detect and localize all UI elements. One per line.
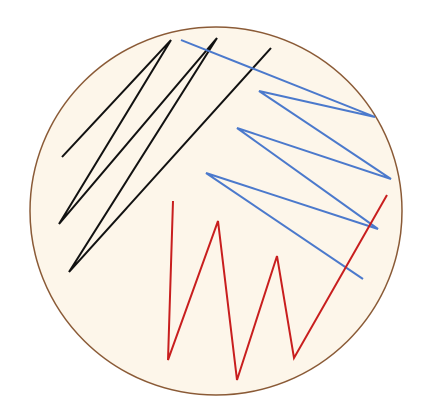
petri-dish bbox=[29, 26, 403, 396]
blue-streak-zigzag bbox=[180, 39, 392, 280]
red-streak-zigzag bbox=[167, 194, 388, 381]
black-streak-zigzag bbox=[58, 37, 272, 273]
